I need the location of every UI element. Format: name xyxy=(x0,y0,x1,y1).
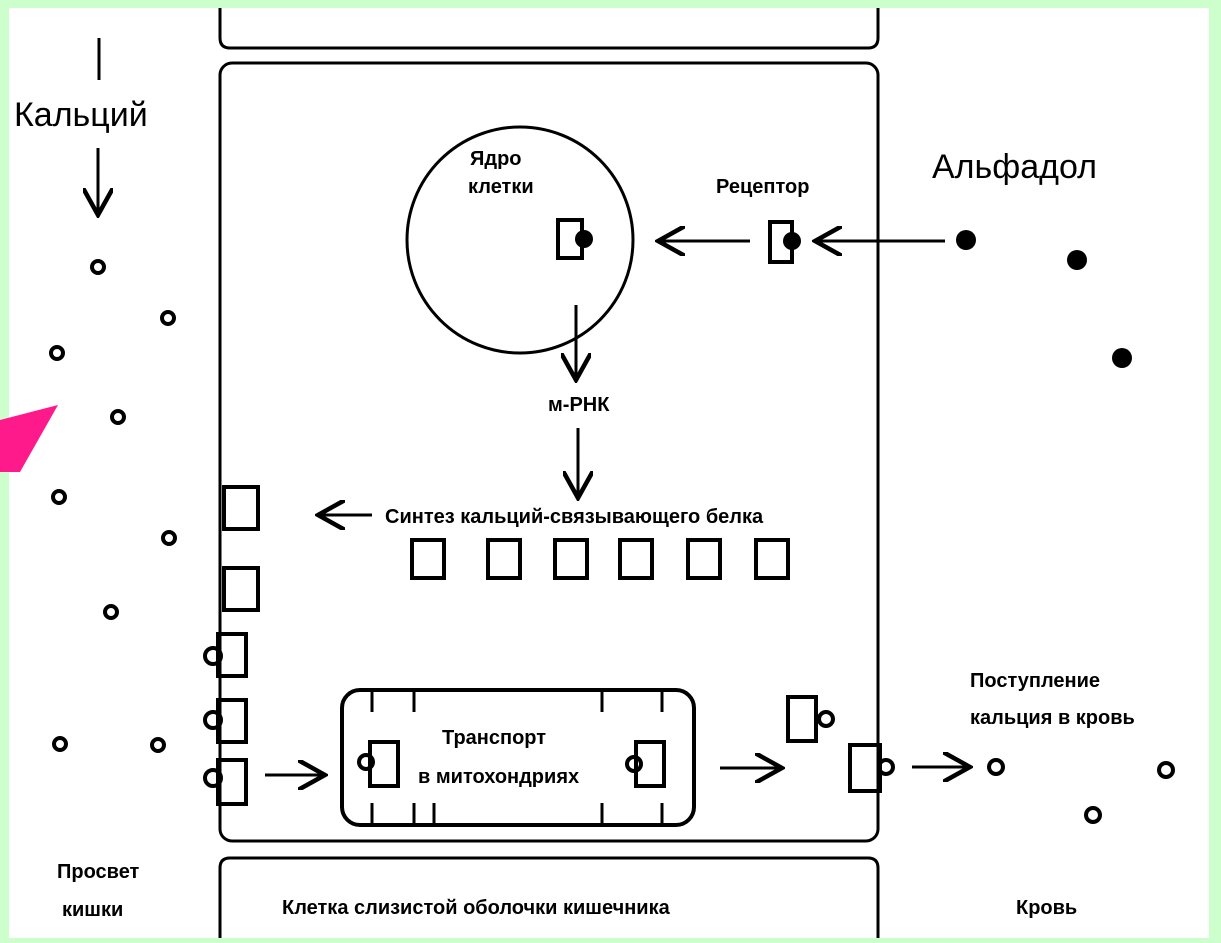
lumen-label-line1: Просвет xyxy=(57,861,140,883)
entry-label-line2: кальция в кровь xyxy=(970,707,1135,729)
blood-label: Кровь xyxy=(1016,897,1077,919)
calcium-label: Кальций xyxy=(14,96,148,134)
membrane-binding-proteins xyxy=(203,485,260,806)
mitochondria-ticks xyxy=(370,690,664,825)
lumen-calcium-ions xyxy=(49,259,177,753)
cell-label: Клетка слизистой оболочки кишечника xyxy=(282,897,671,919)
lumen-label-line2: кишки xyxy=(62,899,123,921)
mitochondria-carriers xyxy=(357,740,666,788)
receptor-label: Рецептор xyxy=(716,176,809,198)
top-cell-box xyxy=(218,8,880,50)
exit-carriers xyxy=(786,695,895,793)
nucleus-receptor-ligand xyxy=(575,230,593,248)
mitochondria-box xyxy=(340,688,696,827)
bottom-cell-box xyxy=(218,856,880,938)
blood-calcium-ions xyxy=(987,758,1175,824)
nucleus-label-line1: Ядро xyxy=(470,148,522,170)
synthesized-proteins xyxy=(410,538,790,580)
receptor-ligand xyxy=(783,232,801,250)
entry-label-line1: Поступление xyxy=(970,670,1100,692)
transport-label-line1: Транспорт xyxy=(442,727,546,749)
pink-triangle-pointer-icon xyxy=(0,405,58,472)
synthesis-label: Синтез кальций-связывающего белка xyxy=(385,506,764,528)
alfadol-label: Альфадол xyxy=(932,148,1097,186)
nucleus-label-line2: клетки xyxy=(468,176,534,198)
transport-label-line2: в митохондриях xyxy=(418,766,579,788)
mrna-label: м-РНК xyxy=(548,394,610,416)
cell-nucleus xyxy=(405,125,635,355)
main-cell-box xyxy=(218,61,880,843)
alfadol-molecules xyxy=(956,230,1132,368)
